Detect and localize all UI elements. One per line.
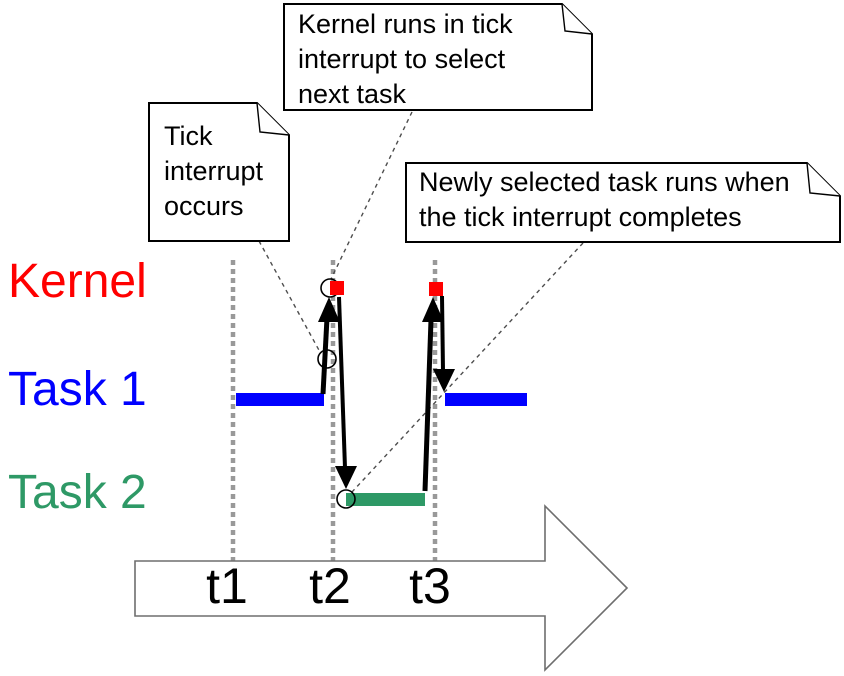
folded-corner-icon: [806, 162, 841, 197]
note-kernel-runs: Kernel runs in tick interrupt to select …: [283, 3, 593, 111]
note-kernel-runs-shape: [283, 3, 593, 111]
switch-arrow-kernel-to-task1: [440, 295, 445, 372]
task1-run-bar-t1-t2: [236, 393, 324, 406]
arrowhead-down-t2: [335, 466, 357, 489]
note-tick-occurs-shape: [148, 102, 290, 242]
connector-tick-occurs: [258, 240, 321, 353]
switch-arrow-task1-to-kernel: [320, 317, 330, 395]
tick-label-t3: t3: [409, 558, 451, 614]
connector-newly-selected: [351, 242, 584, 493]
note-newly-selected-text: Newly selected task runs when the tick i…: [419, 167, 790, 232]
note-kernel-runs-text: Kernel runs in tick interrupt to select …: [298, 9, 513, 109]
kernel-run-marker-t2: [330, 281, 344, 295]
task2-run-bar-t2-t3: [346, 493, 425, 506]
folded-corner-icon: [561, 3, 593, 35]
note-newly-selected: Newly selected task runs when the tick i…: [405, 162, 841, 243]
event-circle-task2-start: [336, 489, 356, 509]
switch-arrow-kernel-to-task2: [337, 296, 347, 469]
switch-arrow-task2-to-kernel: [422, 319, 434, 492]
note-tick-occurs-text: Tick interrupt occurs: [164, 121, 264, 221]
task1-run-bar-after-t3: [445, 393, 527, 406]
note-newly-selected-shape: [405, 162, 841, 243]
event-circle-tick-t2: [317, 349, 337, 369]
row-label-kernel: Kernel: [8, 255, 147, 308]
note-tick-occurs: Tick interrupt occurs: [148, 102, 290, 242]
arrowhead-down-t3: [433, 369, 455, 392]
connector-kernel-runs: [330, 111, 413, 280]
arrowhead-up-t3: [422, 297, 444, 322]
kernel-run-marker-t3: [429, 282, 443, 296]
folded-corner-icon: [256, 102, 290, 136]
tick-label-t1: t1: [206, 558, 248, 614]
tick-label-t2: t2: [309, 558, 351, 614]
row-label-task2: Task 2: [8, 466, 147, 519]
timeline-arrow: [134, 504, 629, 672]
row-label-task1: Task 1: [8, 363, 147, 416]
arrowhead-up-t2: [318, 297, 340, 322]
